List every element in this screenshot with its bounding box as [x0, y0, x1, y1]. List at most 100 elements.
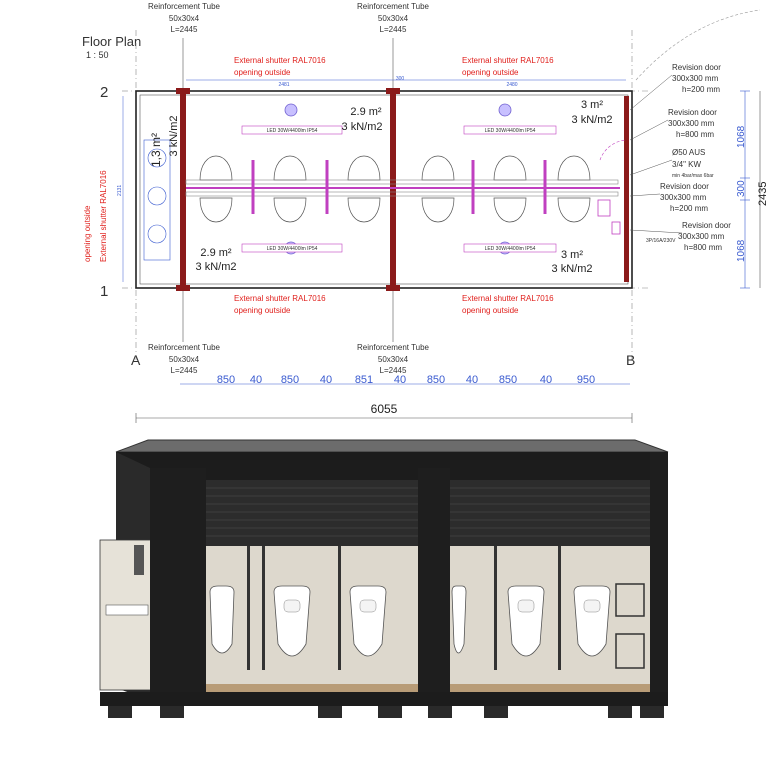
- load-top-mid: 3 kN/m2: [342, 121, 383, 133]
- urinal-outline: [273, 197, 307, 223]
- urinal: [349, 585, 387, 657]
- axis-label-b: B: [626, 352, 635, 368]
- bottom-dim-value: 850: [281, 374, 299, 386]
- led-label: LED 30W/4400lm IP54: [485, 246, 536, 252]
- service-box: [597, 199, 611, 217]
- shutter-label: External shutter RAL7016: [234, 56, 326, 65]
- revision-panel: [615, 633, 645, 669]
- led-strip: [241, 125, 343, 135]
- floor-plan: Floor Plan 1 : 50 2 1 A B Reinforcement …: [82, 2, 768, 423]
- bottom-dim-value: 40: [250, 374, 262, 386]
- revision-door-label: Revision door: [682, 221, 731, 230]
- dim-2435: 2435: [757, 182, 768, 206]
- tube-label-size: 50x30x4: [169, 355, 200, 364]
- axis-label-1: 1: [100, 283, 108, 300]
- shutter-label: External shutter RAL7016: [234, 294, 326, 303]
- led-label: LED 30W/4400lm IP54: [267, 128, 318, 134]
- opening-label: opening outside: [234, 306, 291, 315]
- partition-wall-left: [180, 91, 186, 288]
- sink-counter: [143, 139, 171, 261]
- tube-label-length: L=2445: [380, 366, 407, 375]
- door-swing-outer: [635, 9, 761, 81]
- tube-label-length: L=2445: [171, 25, 198, 34]
- leader-line: [629, 74, 673, 111]
- divider: [558, 546, 561, 670]
- area-left: 1,3 m²: [149, 133, 163, 167]
- leader-line: [629, 193, 661, 197]
- sink-basin: [147, 224, 167, 244]
- shutter-slats: [206, 487, 650, 537]
- revision-height-label: h=800 mm: [676, 130, 714, 139]
- total-width: 6055: [371, 402, 398, 416]
- urinal: [573, 585, 611, 657]
- floor-left: [206, 684, 418, 694]
- outer-wall: [135, 90, 633, 289]
- area-bottom-right: 3 m²: [561, 249, 583, 261]
- bottom-dim-value: 851: [355, 374, 373, 386]
- door-swing: [599, 139, 627, 161]
- tube-label-name: Reinforcement Tube: [357, 343, 430, 352]
- tube-label-size: 50x30x4: [169, 14, 200, 23]
- bottom-dim-value: 40: [540, 374, 552, 386]
- urinal-outline: [557, 197, 591, 223]
- leader-line: [629, 159, 673, 176]
- tube-marker: [386, 285, 400, 291]
- led-label: LED 30W/4400lm IP54: [267, 246, 318, 252]
- tube-label-size: 50x30x4: [378, 355, 409, 364]
- bottom-dim-value: 40: [466, 374, 478, 386]
- cabin-feet: [108, 706, 664, 718]
- axis-label-2: 2: [100, 84, 108, 101]
- bottom-dim-value: 40: [320, 374, 332, 386]
- cabin-roof: [115, 439, 669, 453]
- front-pillar-left: [150, 468, 206, 700]
- tube-marker: [386, 88, 400, 94]
- urinal-outline: [421, 197, 455, 223]
- left-cabin: 1,3 m² 3 kN/m2: [143, 116, 180, 261]
- dim-1068-bottom: 1068: [736, 239, 747, 262]
- led-label: LED 30W/4400lm IP54: [485, 128, 536, 134]
- tube-label-length: L=2445: [171, 366, 198, 375]
- cabin-3d-view: [99, 439, 669, 718]
- inner-dim-right: 2480: [506, 82, 517, 88]
- tube-label-name: Reinforcement Tube: [148, 343, 221, 352]
- urinal-outline: [347, 155, 381, 181]
- floor-right: [450, 684, 650, 694]
- divider: [338, 546, 341, 670]
- urinal-outline: [199, 197, 233, 223]
- foot: [428, 706, 452, 718]
- urinals-top: [199, 155, 591, 181]
- urinal-outline: [493, 155, 527, 181]
- opening-label: opening outside: [234, 68, 291, 77]
- bottom-dim-value: 40: [394, 374, 406, 386]
- drain-label: Ø50 AUS: [672, 148, 705, 157]
- revision-height-label: h=200 mm: [670, 204, 708, 213]
- opening-label: opening outside: [462, 306, 519, 315]
- dim-1068-top: 1068: [736, 125, 747, 148]
- revision-size-label: 300x300 mm: [668, 119, 715, 128]
- revision-door-label: Revision door: [660, 182, 709, 191]
- led-strip: [241, 243, 343, 253]
- plan-scale: 1 : 50: [86, 50, 109, 60]
- front-pillar-right: [650, 452, 668, 700]
- sink-basin: [147, 186, 167, 206]
- light-fixture: [284, 103, 298, 117]
- interior-left: [206, 546, 418, 692]
- mirror-fitting: [134, 545, 144, 575]
- bottom-dim-value: 850: [499, 374, 517, 386]
- revision-panel: [615, 583, 645, 617]
- wash-basin: [105, 604, 149, 616]
- divider: [247, 546, 250, 670]
- center-divider: [185, 191, 619, 197]
- urinal-dividers: [247, 546, 561, 670]
- sink-basin: [147, 148, 167, 168]
- bottom-dim-value: 850: [217, 374, 235, 386]
- revision-door-label: Revision door: [668, 108, 717, 117]
- service-wall-right: [624, 96, 629, 282]
- revision-size-label: 300x300 mm: [672, 74, 719, 83]
- urinals-bottom: [199, 197, 591, 223]
- light-fixture: [498, 103, 512, 117]
- water-label: 3/4" KW: [672, 160, 702, 169]
- tube-marker: [176, 285, 190, 291]
